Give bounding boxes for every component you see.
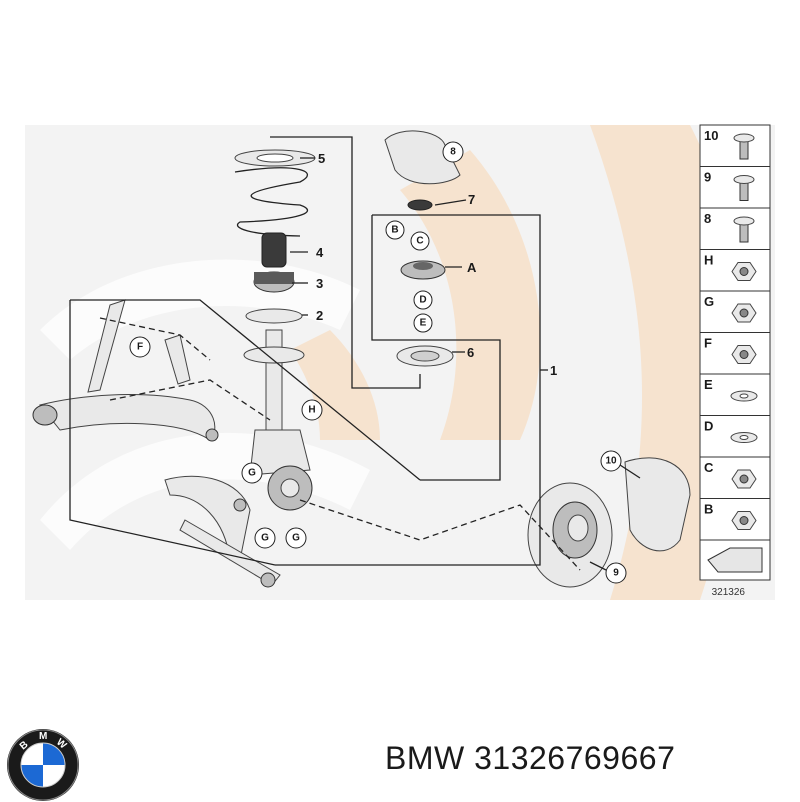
callout-9-text: 9 — [613, 568, 619, 579]
label-part-7: 7 — [468, 192, 475, 207]
strut-assembly — [243, 329, 313, 511]
bolt-head-icon — [733, 175, 755, 184]
callout-8-text: 8 — [450, 147, 456, 158]
callout-C-text: C — [416, 236, 423, 247]
legend-label: 9 — [704, 170, 711, 185]
legend-label: 8 — [704, 211, 711, 226]
callout-H: H — [301, 399, 323, 421]
label-part-5: 5 — [318, 151, 325, 166]
legend-cell-h: H — [699, 249, 771, 292]
dust-cover-top — [253, 271, 295, 293]
nut-hole-icon — [739, 516, 749, 525]
callout-H-text: H — [308, 405, 315, 416]
callout-G-2: G — [254, 527, 276, 549]
nut-hole-icon — [739, 350, 749, 359]
callout-10-text: 10 — [605, 456, 617, 467]
callout-D: D — [413, 290, 433, 310]
legend-label: F — [704, 336, 712, 351]
label-part-4: 4 — [316, 245, 324, 260]
callout-D-text: D — [419, 295, 426, 306]
label-part-2: 2 — [316, 308, 323, 323]
callout-B: B — [385, 220, 405, 240]
legend-cell-f: F — [699, 332, 771, 375]
bump-stop — [261, 232, 287, 268]
bmw-logo: B M W — [7, 729, 79, 801]
callout-G2-text: G — [261, 533, 269, 544]
diagram-number: 321326 — [712, 587, 746, 598]
callout-9: 9 — [605, 562, 627, 584]
top-mount-parts — [384, 130, 461, 367]
legend-arrow-cell — [699, 539, 771, 581]
callout-8: 8 — [442, 141, 464, 163]
arrow-icon — [707, 547, 763, 573]
callout-B-text: B — [391, 225, 398, 236]
control-arms — [32, 299, 281, 588]
nut-hole-icon — [739, 308, 749, 318]
callout-E-text: E — [420, 318, 427, 329]
legend-cell-9: 9 — [699, 166, 771, 209]
callout-C: C — [410, 231, 430, 251]
washer-hole-icon — [739, 393, 749, 399]
part-number-caption: BMW 31326769667 — [385, 740, 676, 776]
label-part-3: 3 — [316, 276, 323, 291]
callout-10: 10 — [600, 450, 622, 472]
callout-F-text: F — [137, 342, 143, 353]
brake-caliper — [624, 457, 691, 552]
legend-cell-c: C — [699, 456, 771, 499]
legend-cell-b: B — [699, 498, 771, 541]
brake-disc — [527, 482, 613, 588]
legend-label: 10 — [704, 128, 718, 143]
legend-label: H — [704, 253, 713, 268]
label-part-6: 6 — [467, 345, 474, 360]
legend-cell-g: G — [699, 290, 771, 333]
legend-label: G — [704, 294, 714, 309]
label-part-1: 1 — [550, 363, 557, 378]
label-part-A: A — [467, 260, 477, 275]
legend-cell-e: E — [699, 373, 771, 416]
nut-hole-icon — [739, 474, 749, 484]
callout-G-3: G — [285, 527, 307, 549]
callout-G3-text: G — [292, 533, 300, 544]
group-frames — [69, 136, 581, 571]
callout-E: E — [413, 313, 433, 333]
watermark — [25, 125, 775, 600]
legend-label: B — [704, 502, 713, 517]
fastener-legend: 10 9 8H G F E D C B — [699, 124, 771, 581]
washer-hole-icon — [739, 435, 749, 440]
bolt-head-icon — [733, 133, 755, 143]
logo-letter-m: M — [39, 731, 47, 742]
legend-cell-d: D — [699, 415, 771, 458]
legend-cell-10: 10 — [699, 124, 771, 167]
callout-G-1: G — [241, 462, 263, 484]
bolt-head-icon — [733, 216, 755, 226]
spring-pad — [245, 308, 303, 324]
callout-G1-text: G — [248, 468, 256, 479]
legend-label: C — [704, 460, 714, 475]
legend-label: E — [704, 377, 713, 392]
legend-label: D — [704, 419, 713, 434]
callout-F: F — [129, 336, 151, 358]
nut-hole-icon — [739, 267, 749, 276]
legend-cell-8: 8 — [699, 207, 771, 250]
